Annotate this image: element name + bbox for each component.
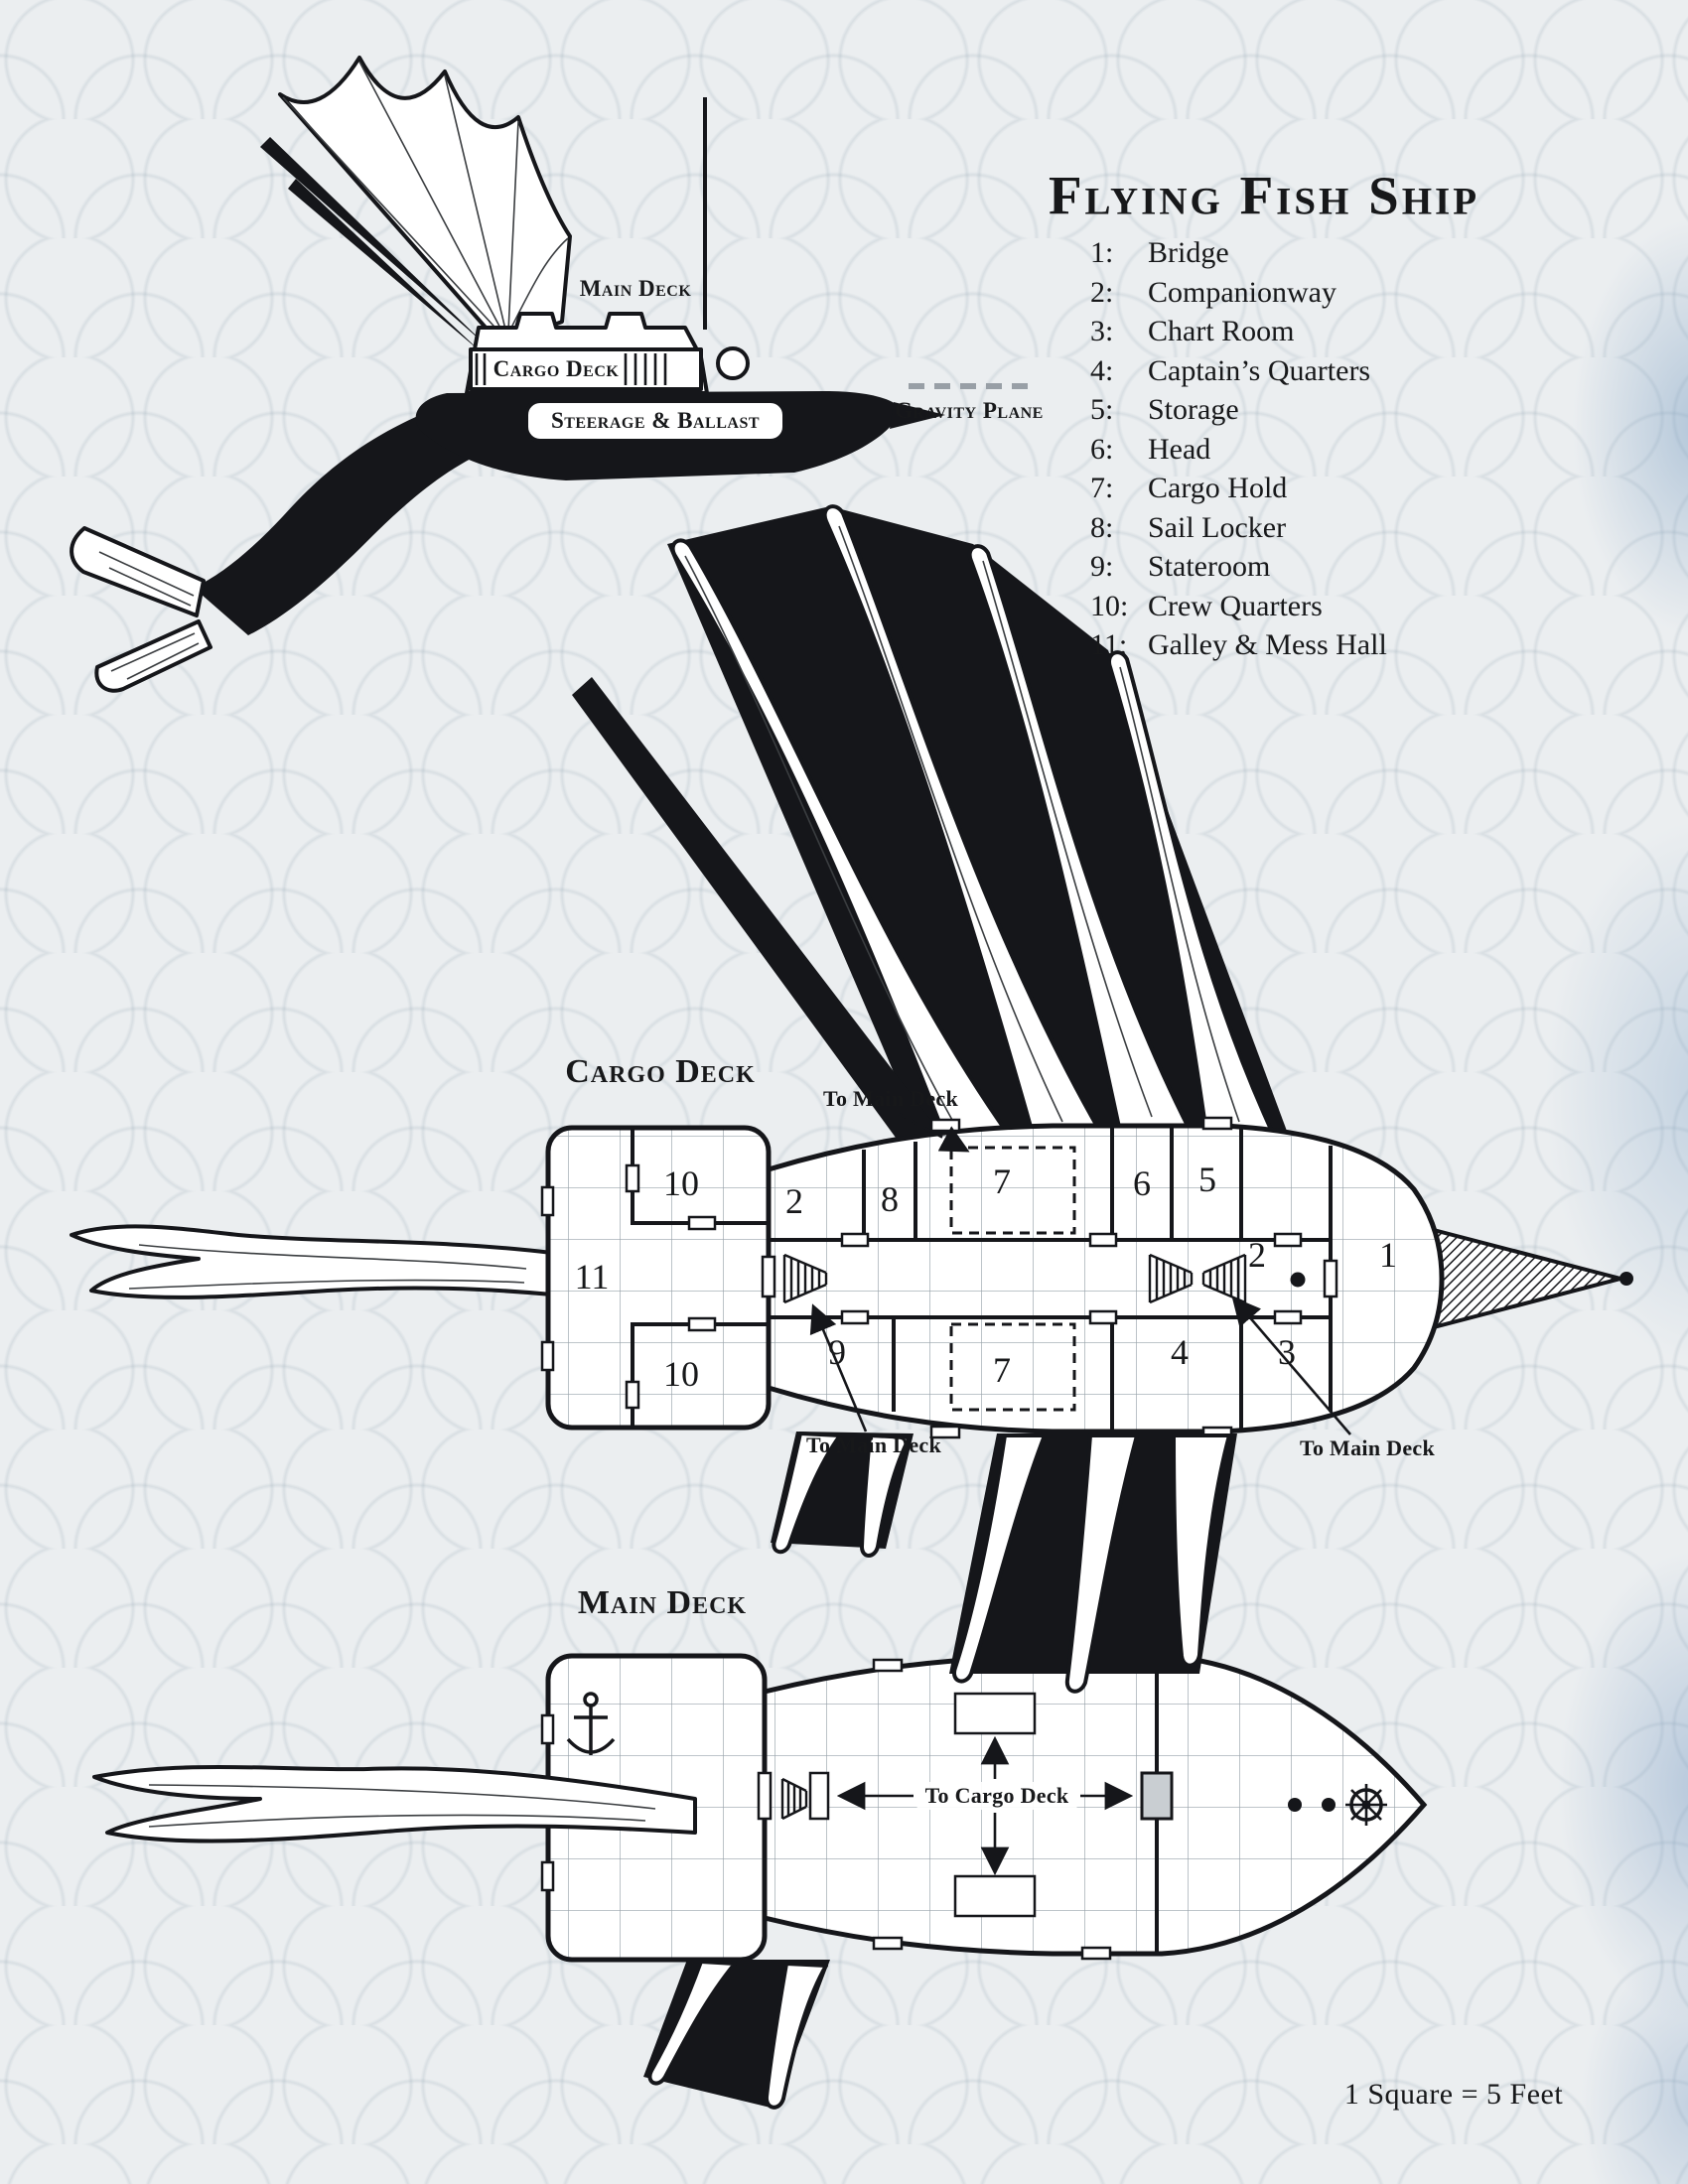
legend-item-label: Sail Locker (1148, 510, 1287, 544)
mast-foot-dot (1290, 1272, 1306, 1288)
snout-knob (1619, 1272, 1633, 1286)
legend-item-number: 5: (1090, 393, 1114, 426)
cargo-hatch-left (808, 1771, 830, 1821)
legend-item-label: Companionway (1148, 275, 1336, 309)
stairs-icon-cargo-left (782, 1253, 828, 1304)
legend-item: 3: Chart Room (1090, 315, 1387, 354)
anchor-icon (566, 1692, 616, 1755)
room-label-8: 8 (881, 1179, 899, 1219)
porthole-icon (716, 346, 750, 380)
side-steerage-label: Steerage & Ballast (550, 408, 761, 433)
ships-wheel-icon (1345, 1784, 1387, 1826)
legend-item-label: Stateroom (1148, 550, 1271, 583)
legend-item-number: 11: (1090, 628, 1128, 661)
cargo-hatch-top (953, 1692, 1037, 1735)
bottom-fins (643, 1960, 830, 2110)
callout-to-main-deck-bottom-right: To Main Deck (1299, 1435, 1436, 1460)
cargo-upper-fins (572, 504, 1291, 1142)
room-label-7-bottom: 7 (993, 1350, 1011, 1390)
capstan-dot (1288, 1798, 1302, 1812)
main-tail-fin (92, 1764, 697, 1843)
cargo-hold-opening-bottom (949, 1322, 1076, 1412)
legend-item: 6: Head (1090, 433, 1387, 473)
side-cargo-band (469, 347, 703, 391)
cargo-hull-outline (766, 1123, 1445, 1434)
main-deck-title: Main Deck (577, 1584, 748, 1621)
legend-item: 1: Bridge (1090, 236, 1387, 276)
room-label-10-top: 10 (663, 1163, 699, 1203)
room-label-2-left: 2 (785, 1181, 803, 1221)
arrow-to-main-deck-bottom-left (809, 1303, 868, 1433)
legend-item: 10: Crew Quarters (1090, 590, 1387, 629)
callout-to-main-deck-top: To Main Deck (822, 1086, 959, 1111)
legend-item-number: 6: (1090, 432, 1114, 466)
side-dorsal-fin (278, 56, 572, 347)
room-label-5: 5 (1198, 1160, 1216, 1199)
side-nose-spike (890, 402, 945, 429)
legend-item-label: Head (1148, 432, 1211, 466)
side-view-illustration (70, 56, 1031, 693)
cargo-doors (540, 1116, 1338, 1440)
side-tail (194, 397, 496, 635)
stairs-icon-main (780, 1777, 808, 1821)
room-label-7-top: 7 (993, 1161, 1011, 1201)
callout-to-cargo-deck: To Cargo Deck (916, 1782, 1077, 1810)
legend: 1: Bridge 2: Companionway 3: Chart Room 4: C… (1090, 236, 1387, 668)
scale-note: 1 Square = 5 Feet (1343, 2078, 1564, 2111)
callout-to-main-deck-bottom-left: To Main Deck (805, 1433, 942, 1457)
room-label-2-right: 2 (1248, 1235, 1266, 1275)
cargo-hatch-bottom (953, 1874, 1037, 1918)
legend-item-number: 9: (1090, 550, 1114, 583)
cargo-hatch-right (1140, 1771, 1174, 1821)
cargo-tail-fin (70, 1224, 554, 1299)
room-label-6: 6 (1133, 1163, 1151, 1203)
legend-item: 5: Storage (1090, 393, 1387, 433)
cargo-hold-opening-top (949, 1146, 1076, 1235)
legend-item-label: Crew Quarters (1148, 589, 1323, 622)
side-main-deck-label: Main Deck (579, 276, 692, 301)
room-label-10-bottom: 10 (663, 1354, 699, 1394)
legend-item-label: Cargo Hold (1148, 472, 1288, 504)
lower-fins (771, 1432, 1237, 1694)
arrow-to-main-deck-top (898, 1112, 970, 1153)
legend-item-label: Captain’s Quarters (1148, 353, 1371, 387)
arrow-to-main-deck-bottom-right (1231, 1297, 1351, 1435)
legend-item-label: Storage (1148, 393, 1239, 426)
legend-item: 8: Sail Locker (1090, 511, 1387, 551)
legend-item-number: 8: (1090, 510, 1114, 544)
capstan-dot (1322, 1798, 1336, 1812)
side-cargo-deck-label: Cargo Deck (492, 356, 620, 381)
side-fin-spike (260, 137, 489, 347)
legend-item-number: 7: (1090, 472, 1114, 504)
cargo-deck-title: Cargo Deck (565, 1053, 756, 1090)
side-steerage-banner (524, 399, 786, 443)
legend-item-number: 10: (1090, 589, 1129, 622)
room-label-11: 11 (574, 1257, 610, 1297)
gravity-plane-label: Gravity Plane (895, 398, 1044, 423)
room-label-1: 1 (1379, 1235, 1397, 1275)
page-title: Flying Fish Ship (1048, 165, 1480, 226)
legend-item: 2: Companionway (1090, 276, 1387, 316)
room-label-4: 4 (1171, 1332, 1189, 1372)
legend-item-number: 4: (1090, 353, 1114, 387)
ram-snout (1426, 1226, 1628, 1331)
legend-item-label: Bridge (1148, 236, 1229, 269)
legend-item: 9: Stateroom (1090, 550, 1387, 590)
legend-item-label: Chart Room (1148, 315, 1295, 347)
legend-item-label: Galley & Mess Hall (1148, 628, 1387, 661)
legend-item-number: 1: (1090, 236, 1114, 269)
cargo-deck-plan (540, 1112, 1633, 1440)
legend-item-number: 2: (1090, 275, 1114, 309)
legend-item: 7: Cargo Hold (1090, 472, 1387, 511)
legend-item: 11: Galley & Mess Hall (1090, 628, 1387, 668)
room-label-9: 9 (828, 1332, 846, 1372)
room-label-3: 3 (1278, 1332, 1296, 1372)
to-cargo-deck-arrows (836, 1735, 1134, 1876)
legend-item-number: 3: (1090, 315, 1114, 347)
legend-item: 4: Captain’s Quarters (1090, 354, 1387, 394)
